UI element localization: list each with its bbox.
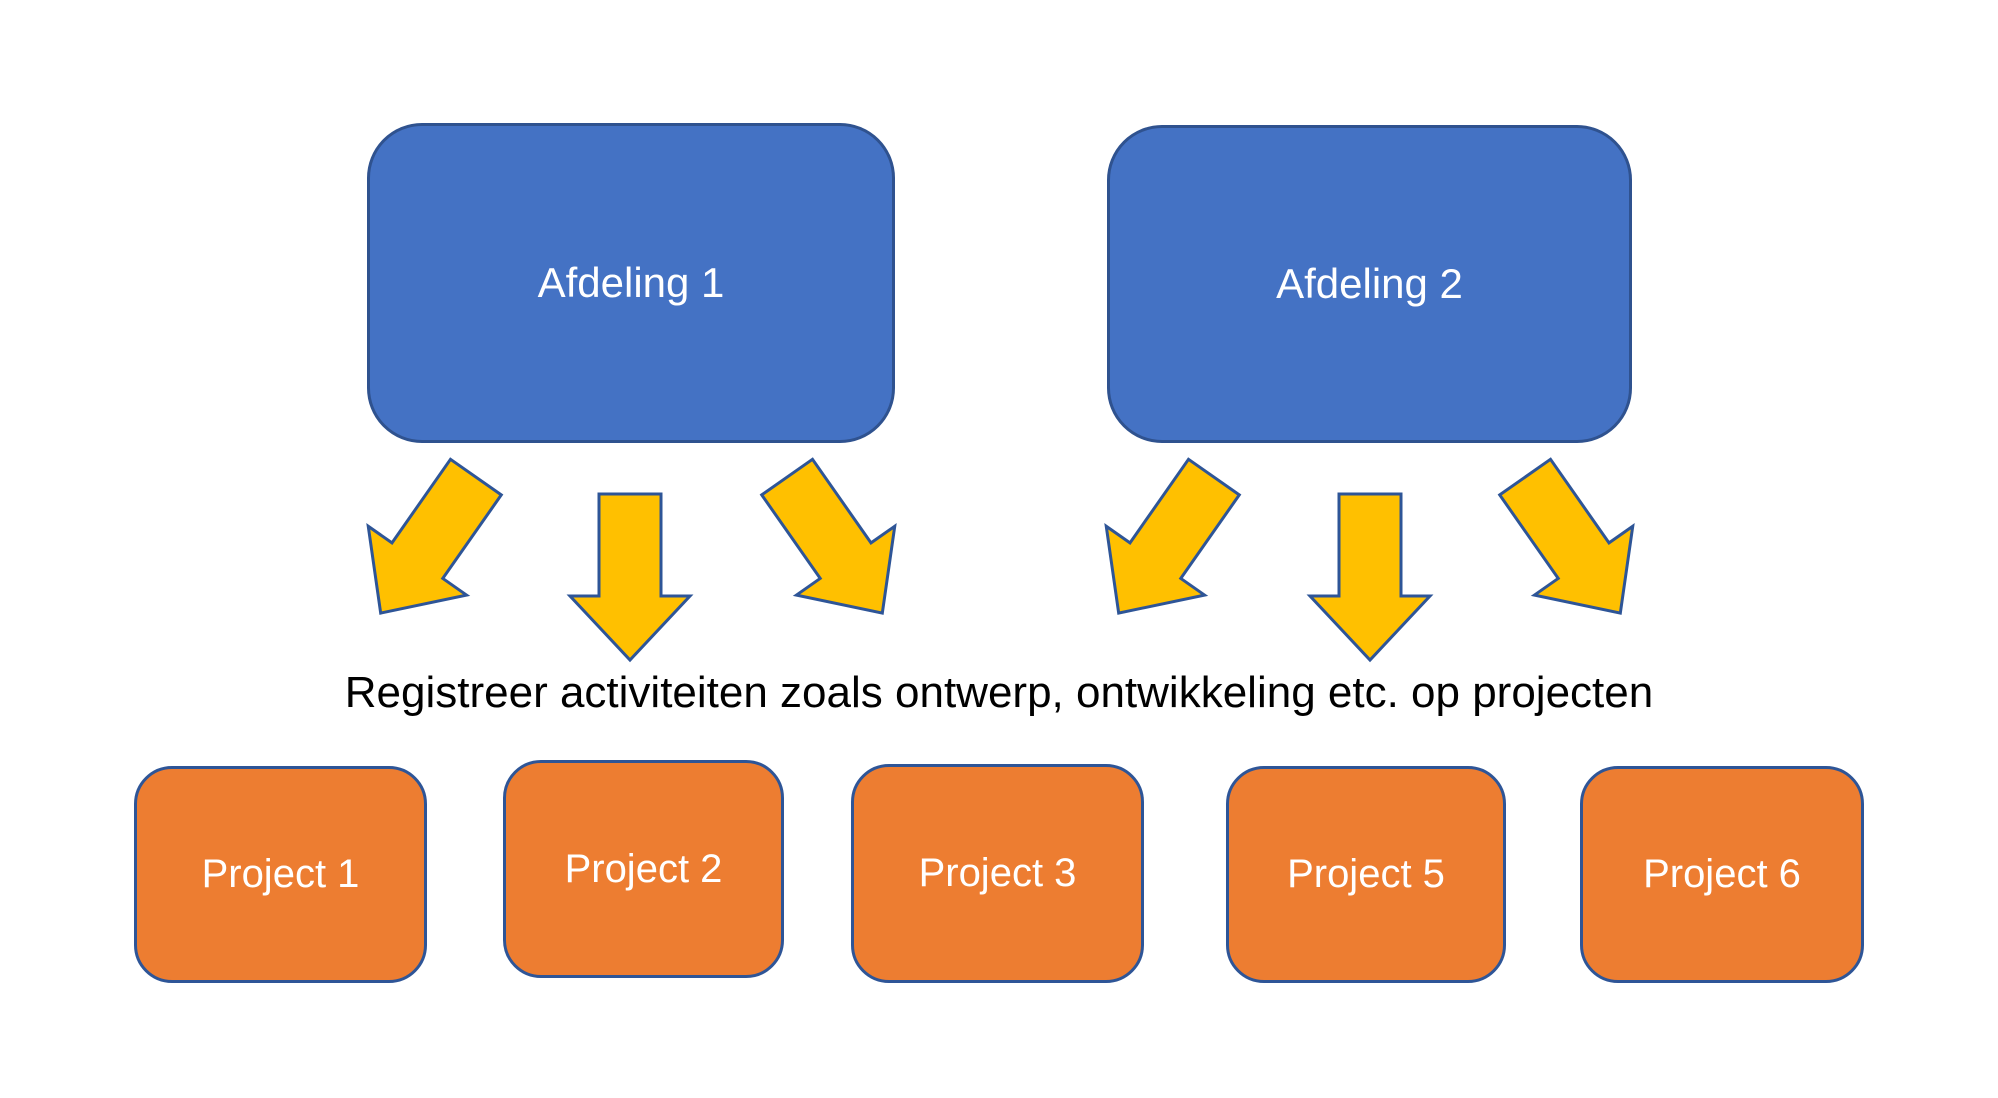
project-box-5: Project 5	[1226, 766, 1506, 983]
department-box-afdeling-2: Afdeling 2	[1107, 125, 1632, 443]
project-box-6: Project 6	[1580, 766, 1864, 983]
block-arrow-shape	[1497, 457, 1635, 615]
project-label: Project 1	[201, 852, 360, 896]
arrow-down-icon	[566, 492, 694, 663]
arrow-down-left-icon	[328, 440, 528, 651]
block-arrow-shape	[1306, 492, 1434, 663]
project-label: Project 2	[564, 846, 723, 891]
department-label: Afdeling 2	[1276, 260, 1463, 307]
department-box-afdeling-1: Afdeling 1	[367, 123, 895, 443]
arrow-down-right-icon	[1473, 440, 1673, 651]
project-box-3: Project 3	[851, 764, 1144, 983]
arrow-down-right-icon	[735, 440, 935, 651]
project-label: Project 6	[1643, 852, 1801, 896]
project-box-2: Project 2	[503, 760, 784, 978]
block-arrow-shape	[759, 457, 897, 615]
block-arrow-shape	[1104, 457, 1242, 615]
arrow-down-left-icon	[1066, 440, 1266, 651]
arrow-down-icon	[1306, 492, 1434, 663]
block-arrow-shape	[566, 492, 694, 663]
block-arrow-shape	[366, 457, 504, 615]
project-label: Project 3	[918, 851, 1077, 895]
project-label: Project 5	[1287, 852, 1445, 896]
caption-text: Registreer activiteiten zoals ontwerp, o…	[344, 668, 1654, 717]
project-box-1: Project 1	[134, 766, 427, 983]
department-label: Afdeling 1	[537, 259, 725, 306]
